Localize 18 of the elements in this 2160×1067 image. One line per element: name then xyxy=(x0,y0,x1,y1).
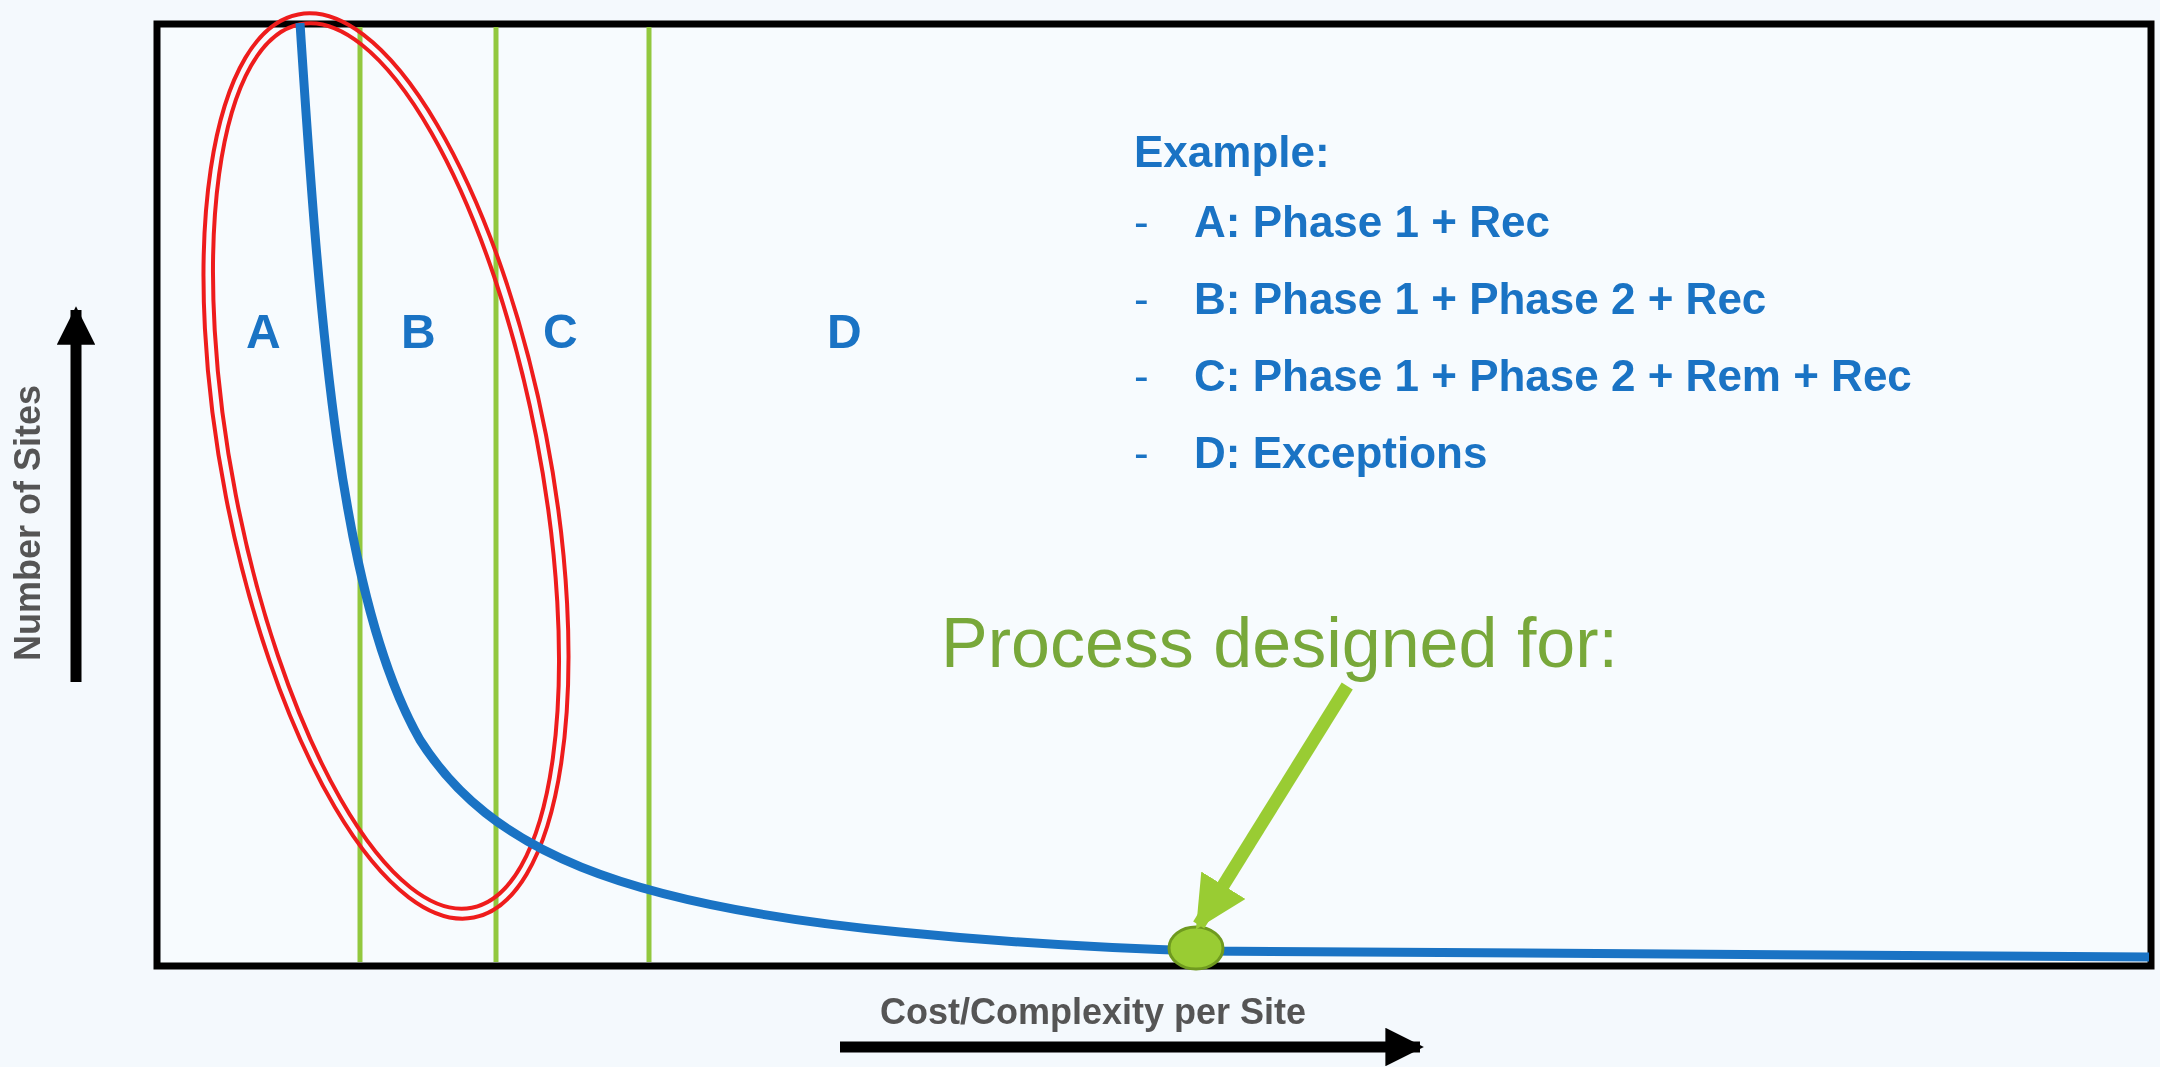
axis-label: Number of Sites xyxy=(8,384,48,661)
legend-item: B: Phase 1 + Phase 2 + Rec xyxy=(1194,275,1767,324)
list-dash: - xyxy=(1134,352,1149,401)
list-dash: - xyxy=(1134,275,1149,324)
callout-text: Process designed for: xyxy=(941,605,1619,682)
marker-dot xyxy=(1167,925,1225,971)
legend-item: C: Phase 1 + Phase 2 + Rem + Rec xyxy=(1194,352,1912,401)
legend-item: A: Phase 1 + Rec xyxy=(1194,198,1550,247)
legend-item: D: Exceptions xyxy=(1194,429,1488,478)
arrow xyxy=(1193,682,1353,930)
region-letter: B xyxy=(401,306,436,359)
region-letter: D xyxy=(827,306,862,359)
list-dash: - xyxy=(1134,198,1149,247)
list-dash: - xyxy=(1134,429,1149,478)
legend-heading: Example: xyxy=(1134,128,1330,177)
region-letter: C xyxy=(543,306,578,359)
axis-label: Cost/Complexity per Site xyxy=(880,992,1307,1032)
region-letter: A xyxy=(246,306,281,359)
